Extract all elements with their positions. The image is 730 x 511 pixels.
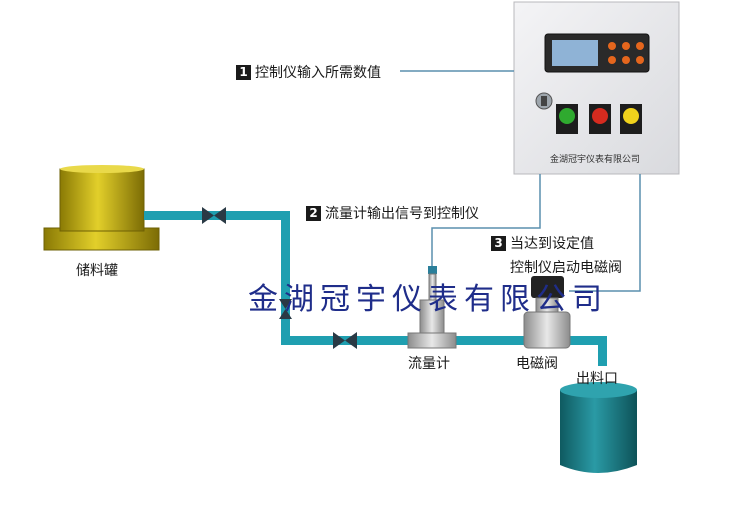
step-3-text: 当达到设定值 (510, 236, 594, 252)
controller-key-icon[interactable] (622, 42, 630, 50)
controller-key-icon[interactable] (636, 42, 644, 50)
flowmeter-device (407, 266, 457, 349)
step-2-number: 2 (306, 206, 321, 221)
outlet-bucket (560, 382, 637, 473)
valve-label: 电磁阀 (516, 356, 558, 372)
solenoid-valve-device (523, 276, 571, 349)
controller-screen (552, 40, 598, 66)
tank-label: 储料罐 (76, 263, 118, 279)
outlet-label: 出料口 (576, 371, 618, 387)
controller-key-icon[interactable] (636, 56, 644, 64)
controller-key-icon[interactable] (622, 56, 630, 64)
ball-valve-icon[interactable] (202, 207, 226, 224)
step-3-number: 3 (491, 236, 506, 251)
step-2-text: 流量计输出信号到控制仪 (325, 206, 479, 222)
controller-nameplate: 金湖冠宇仪表有限公司 (550, 155, 641, 165)
company-watermark: 金湖冠宇仪表有限公司 (248, 282, 608, 317)
ball-valve-icon[interactable] (333, 332, 357, 349)
step-2-label: 2 流量计输出信号到控制仪 (306, 203, 479, 223)
button-green[interactable] (559, 108, 575, 124)
controller-key-icon[interactable] (608, 56, 616, 64)
step-1-label: 1 控制仪输入所需数值 (236, 62, 381, 82)
step-1-text: 控制仪输入所需数值 (255, 65, 381, 81)
step-1-number: 1 (236, 65, 251, 80)
flowmeter-label: 流量计 (408, 356, 450, 372)
step-3-label: 3 当达到设定值 (491, 233, 594, 253)
button-red[interactable] (592, 108, 608, 124)
controller-key-icon[interactable] (608, 42, 616, 50)
controller-box (513, 1, 680, 175)
step-3-text-line2: 控制仪启动电磁阀 (510, 260, 622, 276)
button-yellow[interactable] (623, 108, 639, 124)
ball-valve-icon[interactable] (279, 299, 292, 319)
signal-wires (400, 70, 641, 292)
storage-tank (43, 165, 160, 251)
